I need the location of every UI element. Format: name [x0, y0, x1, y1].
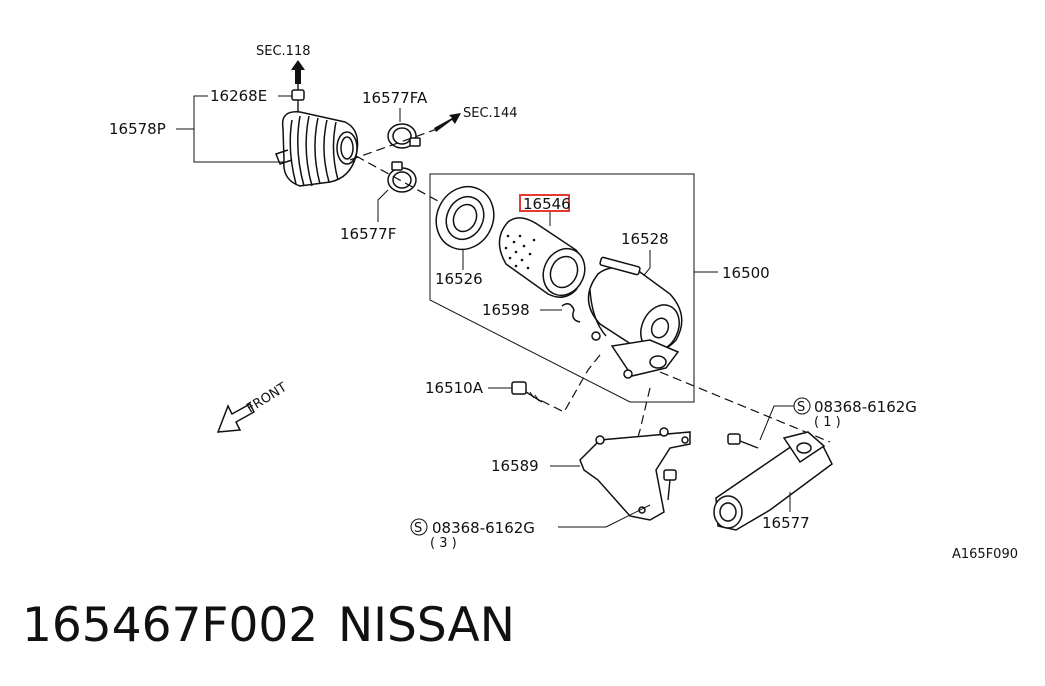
part-16546[interactable]: 16546: [498, 194, 592, 302]
part-16577F[interactable]: 16577F: [340, 161, 417, 243]
sec144-label[interactable]: SEC.144: [463, 106, 518, 121]
part-16577FA[interactable]: 16577FA: [362, 89, 428, 149]
parts-diagram: SEC.118 16268E 16578P 16577FA SE: [109, 44, 1018, 562]
part-16578P[interactable]: 16578P: [109, 95, 290, 163]
label-16510A[interactable]: 16510A: [425, 379, 484, 397]
highlight-box: [519, 194, 570, 212]
part-16526[interactable]: 16526: [426, 177, 504, 288]
front-label: FRONT: [244, 380, 290, 416]
label-16578P[interactable]: 16578P: [109, 120, 166, 138]
label-16546[interactable]: 16546: [523, 195, 571, 213]
bolt-right-callout[interactable]: S 08368-6162G ( 1 ): [727, 397, 917, 449]
label-16577FA[interactable]: 16577FA: [362, 89, 428, 107]
front-arrow-icon: [216, 402, 255, 433]
filter-holes: [504, 234, 536, 270]
part-16598[interactable]: 16598: [482, 301, 581, 323]
assembly-guide-lines: [349, 127, 831, 501]
part-16528[interactable]: 16528: [587, 230, 686, 379]
part-16577[interactable]: 16577: [713, 431, 833, 532]
label-bolt-left-qty: ( 3 ): [430, 536, 457, 551]
up-arrow-icon: [291, 60, 305, 84]
bolt-left-callout[interactable]: S 08368-6162G ( 3 ): [410, 504, 651, 551]
part-16510A[interactable]: 16510A: [425, 379, 543, 403]
diagram-code: A165F090: [952, 547, 1018, 562]
label-bolt-right-qty: ( 1 ): [814, 415, 841, 430]
sec144-callout[interactable]: SEC.144: [434, 106, 518, 132]
part-number-title: 165467F002: [22, 598, 319, 653]
part-16268E[interactable]: 16268E: [210, 84, 305, 112]
label-16589[interactable]: 16589: [491, 457, 539, 475]
sec118-label[interactable]: SEC.118: [256, 44, 311, 59]
label-16577[interactable]: 16577: [762, 514, 810, 532]
intake-duct: [275, 111, 359, 187]
sec118-callout[interactable]: SEC.118: [256, 44, 311, 84]
part-16500-box[interactable]: 16500: [429, 173, 770, 403]
label-16598[interactable]: 16598: [482, 301, 530, 319]
front-indicator: FRONT: [216, 380, 290, 433]
s-mark-right: S: [797, 400, 805, 415]
brand-title: NISSAN: [338, 598, 515, 653]
label-16528[interactable]: 16528: [621, 230, 669, 248]
label-16500[interactable]: 16500: [722, 264, 770, 282]
arrow-icon: [434, 113, 461, 132]
s-mark-left: S: [414, 521, 422, 536]
label-16268E[interactable]: 16268E: [210, 87, 267, 105]
label-bolt-right[interactable]: 08368-6162G: [814, 398, 917, 416]
label-16526[interactable]: 16526: [435, 270, 483, 288]
label-16577F[interactable]: 16577F: [340, 225, 396, 243]
part-16589[interactable]: 16589: [491, 427, 691, 521]
label-bolt-left[interactable]: 08368-6162G: [432, 519, 535, 537]
